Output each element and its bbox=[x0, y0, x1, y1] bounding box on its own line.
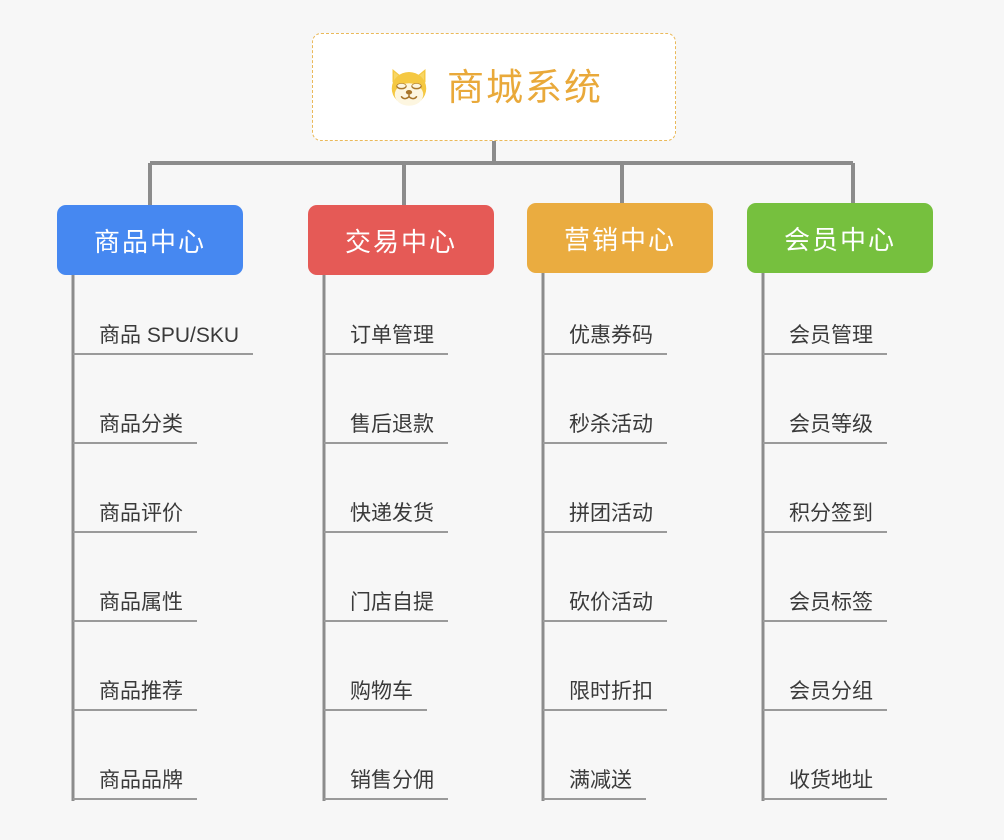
category-box-3[interactable]: 营销中心 bbox=[527, 203, 713, 273]
leaf-item[interactable]: 门店自提 bbox=[324, 592, 448, 622]
leaf-item[interactable]: 秒杀活动 bbox=[543, 414, 667, 444]
leaf-item[interactable]: 会员等级 bbox=[763, 414, 887, 444]
leaf-item[interactable]: 商品分类 bbox=[73, 414, 197, 444]
leaf-item[interactable]: 收货地址 bbox=[763, 770, 887, 800]
shiba-dog-icon bbox=[391, 69, 427, 107]
leaf-item[interactable]: 积分签到 bbox=[763, 503, 887, 533]
leaf-item[interactable]: 优惠券码 bbox=[543, 325, 667, 355]
leaf-item[interactable]: 商品评价 bbox=[73, 503, 197, 533]
leaf-item[interactable]: 快递发货 bbox=[324, 503, 448, 533]
leaf-item[interactable]: 商品品牌 bbox=[73, 770, 197, 800]
leaf-item[interactable]: 售后退款 bbox=[324, 414, 448, 444]
category-label: 营销中心 bbox=[563, 224, 676, 255]
leaf-item[interactable]: 砍价活动 bbox=[543, 592, 667, 622]
leaf-item[interactable]: 会员管理 bbox=[763, 325, 887, 355]
root-title: 商城系统 bbox=[447, 66, 603, 108]
leaf-item[interactable]: 会员标签 bbox=[763, 592, 887, 622]
category-box-4[interactable]: 会员中心 bbox=[747, 203, 933, 273]
leaf-item[interactable]: 订单管理 bbox=[324, 325, 448, 355]
leaf-item[interactable]: 限时折扣 bbox=[543, 681, 667, 711]
leaf-item[interactable]: 购物车 bbox=[324, 681, 427, 711]
category-label: 会员中心 bbox=[783, 224, 896, 255]
leaf-item[interactable]: 商品推荐 bbox=[73, 681, 197, 711]
leaf-item[interactable]: 满减送 bbox=[543, 770, 646, 800]
category-box-1[interactable]: 商品中心 bbox=[57, 205, 243, 275]
category-box-2[interactable]: 交易中心 bbox=[308, 205, 494, 275]
leaf-item[interactable]: 会员分组 bbox=[763, 681, 887, 711]
leaf-item[interactable]: 商品 SPU/SKU bbox=[73, 325, 254, 355]
leaf-item[interactable]: 销售分佣 bbox=[324, 770, 448, 800]
leaf-item[interactable]: 拼团活动 bbox=[543, 503, 667, 533]
root-node[interactable]: 商城系统 bbox=[312, 33, 676, 141]
category-label: 商品中心 bbox=[93, 226, 206, 257]
leaf-item[interactable]: 商品属性 bbox=[73, 592, 197, 622]
category-label: 交易中心 bbox=[344, 226, 457, 257]
